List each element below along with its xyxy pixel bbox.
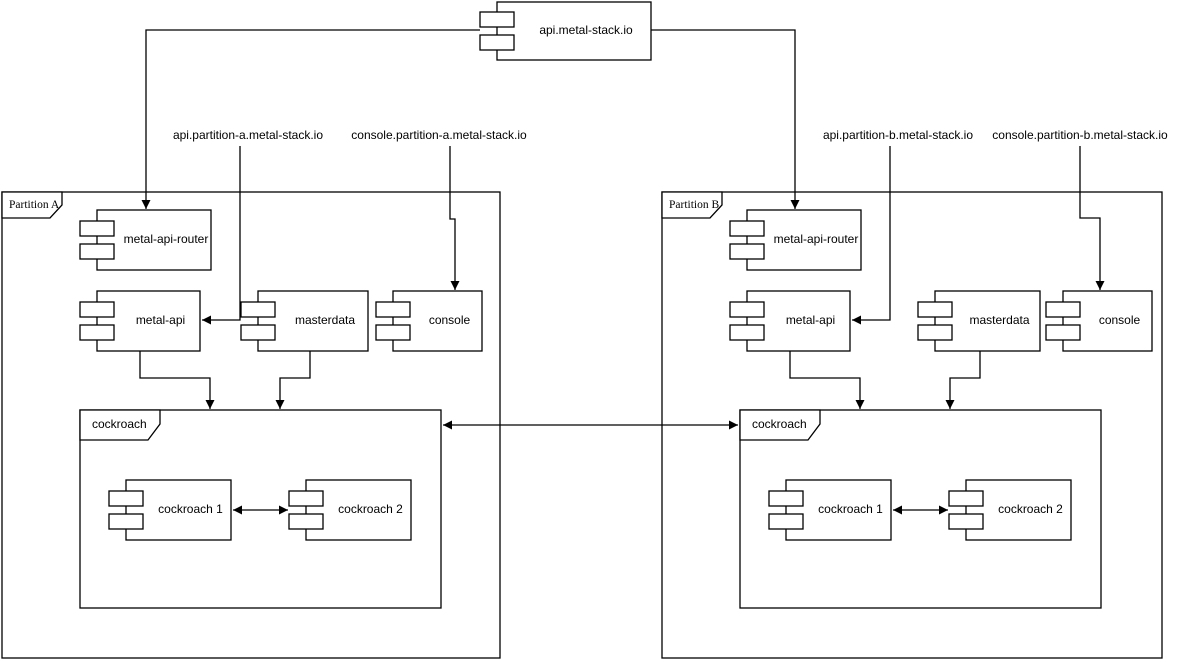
component-cockroach2-a [288, 479, 412, 541]
package-label-cockroach-b: cockroach [752, 417, 807, 432]
edge-masterdata-b-to-cockroach-b [945, 351, 981, 409]
partition-b-tab [661, 191, 723, 219]
component-metal-api-router-b [729, 209, 862, 271]
edge-dns-console-b-to-console-b [1079, 146, 1105, 290]
component-icon [768, 490, 804, 530]
edges [139, 29, 1105, 515]
component-console-b [1045, 290, 1153, 352]
component-metal-api-b [729, 290, 851, 352]
component-icon [479, 11, 515, 51]
edge-root-to-router-b [651, 29, 800, 209]
component-label-console-b: console [1098, 313, 1141, 328]
component-console-a [375, 290, 483, 352]
edge-root-to-router-a [141, 29, 480, 209]
edge-dns-api-b-to-metal-api-b [852, 146, 891, 325]
partition-b-label: Partition B [669, 198, 720, 211]
edge-metal-api-a-to-cockroach-a [139, 351, 215, 409]
edge-dns-api-a-to-metal-api-a [202, 146, 241, 325]
component-cockroach1-b [768, 479, 892, 541]
component-label-masterdata-b: masterdata [969, 313, 1030, 328]
component-label-metal-api-router-a: metal-api-router [123, 232, 209, 247]
component-label-cockroach2-b: cockroach 2 [998, 502, 1063, 517]
component-icon [729, 220, 765, 260]
dns-label-api-partition-a: api.partition-a.metal-stack.io [172, 128, 324, 143]
edge-masterdata-a-to-cockroach-a [275, 351, 311, 409]
component-masterdata-a [240, 290, 369, 352]
component-icon [79, 301, 115, 341]
component-label-masterdata-a: masterdata [294, 313, 356, 328]
package-label-cockroach-a: cockroach [92, 417, 147, 432]
package-cockroach-a-tab [79, 409, 161, 441]
component-label-cockroach2-a: cockroach 2 [338, 502, 403, 517]
dns-label-console-partition-a: console.partition-a.metal-stack.io [351, 128, 527, 143]
component-icon [729, 301, 765, 341]
component-icon [948, 490, 984, 530]
component-metal-api-router-a [79, 209, 212, 271]
edge-dns-console-a-to-console-a [449, 146, 460, 290]
component-icon [288, 490, 324, 530]
component-api-metal-stack-io [479, 1, 652, 61]
package-cockroach-b-tab [739, 409, 821, 441]
dns-label-console-partition-b: console.partition-b.metal-stack.io [992, 128, 1168, 143]
component-metal-api-a [79, 290, 201, 352]
component-label-cockroach1-a: cockroach 1 [158, 502, 223, 517]
partition-a-label: Partition A [9, 198, 60, 211]
component-masterdata-b [917, 290, 1041, 352]
component-label-metal-api-router-b: metal-api-router [773, 232, 859, 247]
component-label-metal-api-a: metal-api [135, 313, 186, 328]
component-label-metal-api-b: metal-api [785, 313, 836, 328]
dns-label-api-partition-b: api.partition-b.metal-stack.io [822, 128, 974, 143]
component-icon [1045, 301, 1081, 341]
component-label-console-a: console [428, 313, 471, 328]
component-cockroach1-a [108, 479, 232, 541]
component-icon [79, 220, 115, 260]
edge-metal-api-b-to-cockroach-b [789, 351, 865, 409]
component-icon [375, 301, 411, 341]
component-cockroach2-b [948, 479, 1072, 541]
root-component-label: api.metal-stack.io [539, 23, 633, 38]
component-icon [917, 301, 953, 341]
component-label-cockroach1-b: cockroach 1 [818, 502, 883, 517]
partition-a-tab [1, 191, 63, 219]
component-icon [108, 490, 144, 530]
component-icon [240, 301, 276, 341]
